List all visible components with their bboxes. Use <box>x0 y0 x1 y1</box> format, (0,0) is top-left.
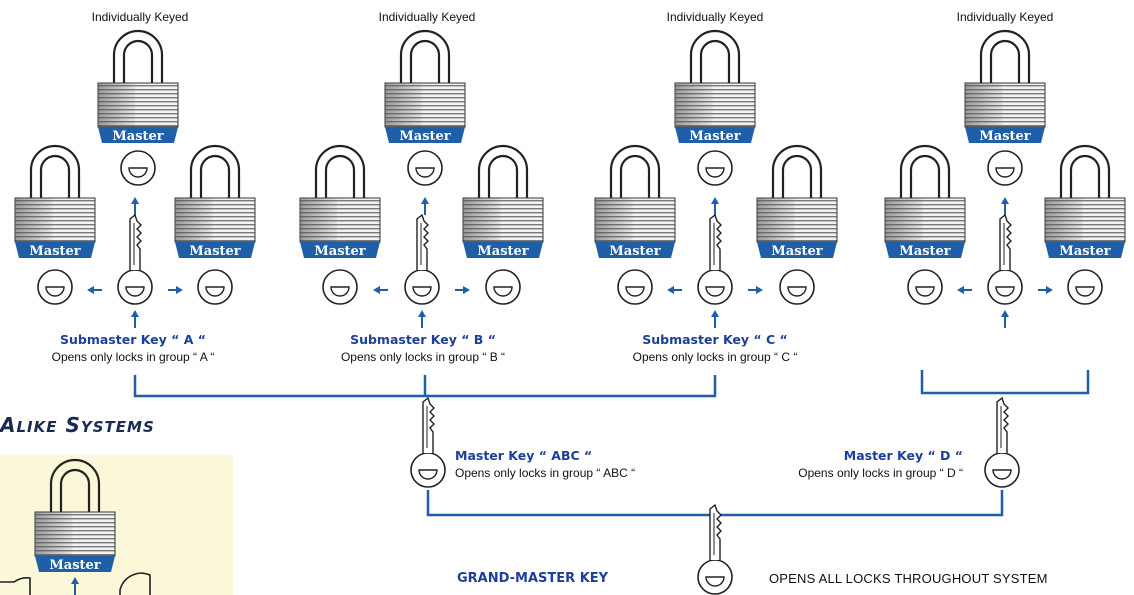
svg-text:Master: Master <box>477 244 528 259</box>
padlock-icon: Master <box>593 144 677 260</box>
arrow-up-icon <box>420 196 430 216</box>
submaster-a-title: Submaster Key “ A “ <box>60 332 206 347</box>
padlock-icon: Master <box>963 29 1047 145</box>
submaster-b-desc: Opens only locks in group “ B “ <box>340 350 506 364</box>
key-icon <box>907 269 943 305</box>
group-c-top-label: Individually Keyed <box>666 10 764 24</box>
key-icon <box>779 269 815 305</box>
svg-text:Master: Master <box>399 129 450 144</box>
arrow-up-icon <box>130 196 140 216</box>
padlock-icon: Master <box>1043 144 1127 260</box>
submaster-key-icon <box>987 214 1023 305</box>
svg-text:Master: Master <box>899 244 950 259</box>
group-b: Master Master Master <box>298 29 545 329</box>
submaster-key-icon <box>117 214 153 305</box>
padlock-icon: Master <box>383 29 467 145</box>
svg-text:Master: Master <box>979 129 1030 144</box>
group-c: Master Master Master <box>593 29 839 329</box>
svg-text:Master: Master <box>112 129 163 144</box>
arrow-left-icon <box>956 285 973 295</box>
key-icon <box>197 269 233 305</box>
alike-key-partial-left <box>0 576 31 595</box>
alike-key-partial-right <box>119 572 151 595</box>
arrow-up-icon <box>417 309 427 329</box>
padlock-icon: Master <box>461 144 545 260</box>
svg-text:Master: Master <box>189 244 240 259</box>
grand-master-desc: OPENS ALL LOCKS THROUGHOUT SYSTEM <box>769 571 1048 586</box>
group-a-top-label: Individually Keyed <box>91 10 189 24</box>
submaster-key-icon <box>697 214 733 305</box>
submaster-c-title: Submaster Key “ C “ <box>642 332 788 347</box>
arrow-right-icon <box>747 285 764 295</box>
svg-text:Master: Master <box>609 244 660 259</box>
arrow-up-icon <box>710 196 720 216</box>
arrow-up-icon <box>130 309 140 329</box>
svg-text:Master: Master <box>29 244 80 259</box>
key-icon <box>1067 269 1103 305</box>
padlock-icon: Master <box>755 144 839 260</box>
arrow-up-icon <box>70 576 80 595</box>
submaster-a-desc: Opens only locks in group “ A “ <box>51 350 215 364</box>
key-icon <box>120 150 156 186</box>
arrow-left-icon <box>86 285 103 295</box>
grand-master-title: GRAND-MASTER KEY <box>457 571 609 586</box>
group-b-top-label: Individually Keyed <box>378 10 476 24</box>
key-icon <box>407 150 443 186</box>
submaster-key-icon <box>404 214 440 305</box>
arrow-left-icon <box>666 285 683 295</box>
group-a: Master Master Master <box>13 29 257 329</box>
padlock-icon: Master <box>298 144 382 260</box>
master-key-d-icon <box>984 397 1020 488</box>
padlock-icon: Master <box>883 144 967 260</box>
connector-d <box>920 370 1090 395</box>
alike-systems-title: ALIKE SYSTEMS <box>0 413 155 437</box>
master-key-d-title: Master Key “ D “ <box>843 448 963 463</box>
group-d-top-label: Individually Keyed <box>956 10 1054 24</box>
grand-master-key-icon <box>697 504 733 595</box>
arrow-up-icon <box>1000 196 1010 216</box>
key-icon <box>322 269 358 305</box>
key-icon <box>617 269 653 305</box>
arrow-left-icon <box>372 285 389 295</box>
key-icon <box>987 150 1023 186</box>
group-d: Master Master Master <box>883 29 1127 329</box>
arrow-up-icon <box>1000 309 1010 329</box>
svg-text:Master: Master <box>314 244 365 259</box>
arrow-right-icon <box>454 285 471 295</box>
connector-abc <box>133 375 717 398</box>
padlock-icon: Master <box>96 29 180 145</box>
master-key-d-desc: Opens only locks in group “ D “ <box>798 466 963 480</box>
arrow-right-icon <box>167 285 184 295</box>
master-key-abc-desc: Opens only locks in group “ ABC “ <box>455 466 636 480</box>
key-icon <box>697 150 733 186</box>
padlock-icon: Master <box>13 144 97 260</box>
arrow-up-icon <box>710 309 720 329</box>
svg-text:Master: Master <box>49 558 100 573</box>
padlock-icon: Master <box>673 29 757 145</box>
submaster-b-title: Submaster Key “ B “ <box>350 332 496 347</box>
master-key-abc-title: Master Key “ ABC “ <box>455 448 593 463</box>
svg-text:Master: Master <box>771 244 822 259</box>
key-icon <box>485 269 521 305</box>
alike-padlock-icon: Master <box>33 458 117 574</box>
key-icon <box>37 269 73 305</box>
padlock-icon: Master <box>173 144 257 260</box>
arrow-right-icon <box>1037 285 1054 295</box>
master-key-abc-icon <box>410 397 446 488</box>
svg-text:Master: Master <box>689 129 740 144</box>
submaster-c-desc: Opens only locks in group “ C “ <box>632 350 798 364</box>
svg-text:Master: Master <box>1059 244 1110 259</box>
